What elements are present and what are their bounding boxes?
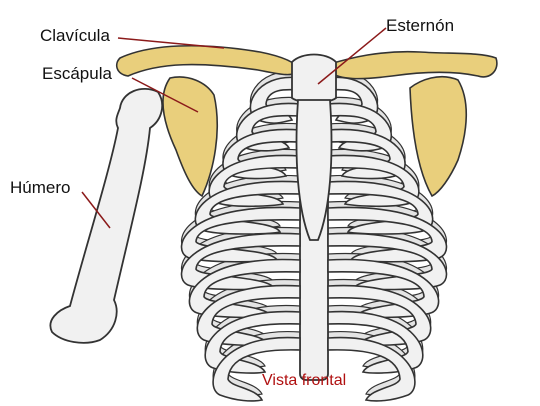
scapula-left [162,76,219,198]
label-humerus: Húmero [10,178,71,197]
view-caption: Vista frontal [262,372,347,389]
leader-line-clavicle [117,37,225,49]
label-scapula: Escápula [42,64,112,83]
label-clavicle: Clavícula [40,26,110,45]
leader-line-humerus [81,191,111,229]
rib-anterior-right-11 [327,336,416,402]
sternum [291,53,337,104]
humerus [49,87,164,344]
leader-line-scapula [131,77,199,113]
leader-lines [81,27,387,229]
clavicle-left [115,44,301,77]
leader-line-sternum [317,27,387,85]
ribs-anterior [180,76,448,402]
rib-anterior-left-11 [212,336,301,402]
sternum-body [295,99,333,241]
scapula-right [409,75,468,198]
label-sternum: Esternón [386,16,455,35]
clavicle-right [329,50,498,80]
